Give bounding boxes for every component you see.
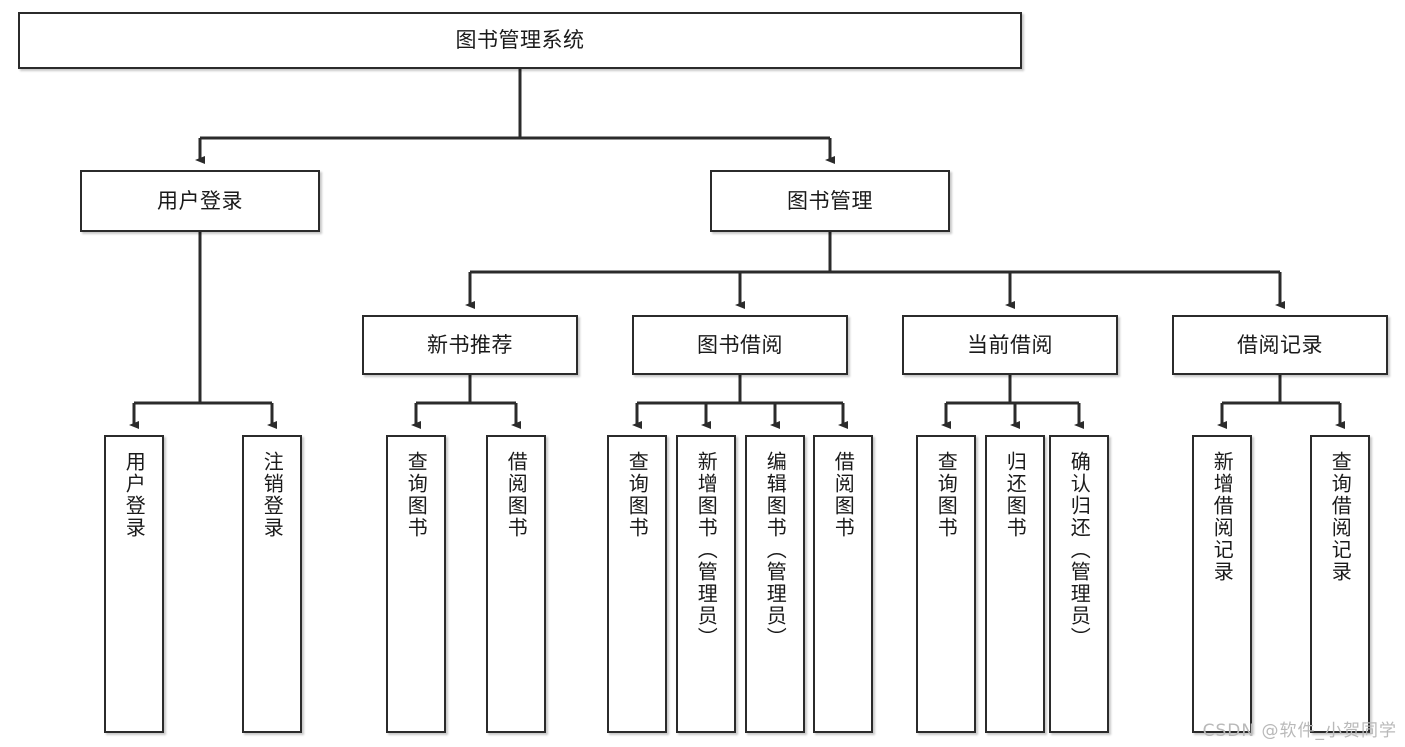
node-new-book-rec[interactable]: 新书推荐 xyxy=(362,315,578,375)
node-current-borrow-label: 当前借阅 xyxy=(967,332,1053,357)
node-root[interactable]: 图书管理系统 xyxy=(18,12,1022,69)
node-leaf-cur-query-label: 查询图书 xyxy=(934,451,959,539)
node-leaf-rec-query[interactable]: 查询图书 xyxy=(386,435,446,733)
node-book-borrow[interactable]: 图书借阅 xyxy=(632,315,848,375)
node-leaf-rec-search[interactable]: 查询借阅记录 xyxy=(1310,435,1370,733)
node-new-book-rec-label: 新书推荐 xyxy=(427,332,513,357)
node-leaf-user-login[interactable]: 用户登录 xyxy=(104,435,164,733)
node-user-login-label: 用户登录 xyxy=(157,188,243,213)
node-leaf-borrow-edit[interactable]: 编辑图书（管理员） xyxy=(745,435,805,733)
node-leaf-cur-confirm-label: 确认归还（管理员） xyxy=(1067,451,1092,649)
node-leaf-borrow-add[interactable]: 新增图书（管理员） xyxy=(676,435,736,733)
node-leaf-cur-return-label: 归还图书 xyxy=(1003,451,1028,539)
node-leaf-borrow-edit-label: 编辑图书（管理员） xyxy=(763,451,788,649)
node-leaf-cur-return[interactable]: 归还图书 xyxy=(985,435,1045,733)
node-leaf-rec-query-label: 查询图书 xyxy=(404,451,429,539)
watermark-text: CSDN @软件_小贺同学 xyxy=(1202,721,1397,741)
node-leaf-borrow-query[interactable]: 查询图书 xyxy=(607,435,667,733)
node-leaf-rec-add[interactable]: 新增借阅记录 xyxy=(1192,435,1252,733)
node-leaf-user-login-label: 用户登录 xyxy=(122,451,147,539)
node-leaf-rec-add-label: 新增借阅记录 xyxy=(1210,451,1235,583)
node-book-borrow-label: 图书借阅 xyxy=(697,332,783,357)
node-leaf-borrow-lend-label: 借阅图书 xyxy=(831,451,856,539)
node-root-label: 图书管理系统 xyxy=(455,28,585,53)
node-borrow-record[interactable]: 借阅记录 xyxy=(1172,315,1388,375)
node-leaf-borrow-lend[interactable]: 借阅图书 xyxy=(813,435,873,733)
node-leaf-cur-confirm[interactable]: 确认归还（管理员） xyxy=(1049,435,1109,733)
node-borrow-record-label: 借阅记录 xyxy=(1237,332,1323,357)
node-leaf-user-logout[interactable]: 注销登录 xyxy=(242,435,302,733)
node-leaf-borrow-add-label: 新增图书（管理员） xyxy=(694,451,719,649)
node-leaf-rec-borrow-label: 借阅图书 xyxy=(504,451,529,539)
node-book-manage-label: 图书管理 xyxy=(787,188,873,213)
node-leaf-cur-query[interactable]: 查询图书 xyxy=(916,435,976,733)
node-leaf-borrow-query-label: 查询图书 xyxy=(625,451,650,539)
node-book-manage[interactable]: 图书管理 xyxy=(710,170,950,232)
node-leaf-user-logout-label: 注销登录 xyxy=(260,451,285,539)
node-leaf-rec-search-label: 查询借阅记录 xyxy=(1328,451,1353,583)
node-user-login[interactable]: 用户登录 xyxy=(80,170,320,232)
node-current-borrow[interactable]: 当前借阅 xyxy=(902,315,1118,375)
node-leaf-rec-borrow[interactable]: 借阅图书 xyxy=(486,435,546,733)
